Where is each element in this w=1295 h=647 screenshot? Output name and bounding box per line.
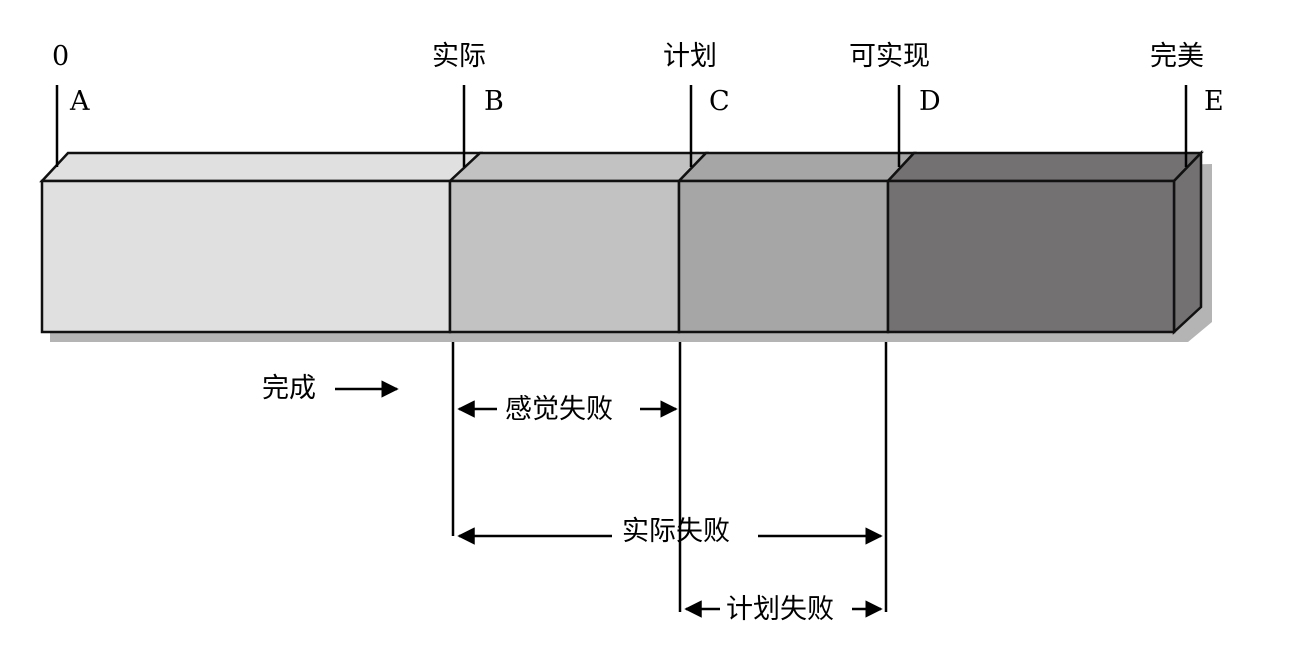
stage-letter-b: B [484,86,504,117]
stage-label-achievable: 可实现 [849,41,930,72]
stage-label-perfect: 完美 [1150,41,1204,72]
bar-side-face [1172,149,1203,335]
completion-label: 完成 [262,373,316,404]
stage-label-planned: 计划 [663,41,717,72]
bar-top-face [39,151,484,183]
segment-completed [40,179,452,334]
stage-label-actual: 实际 [432,41,486,72]
segment-achievable-gap [886,179,1176,334]
stage-letter-e: E [1204,86,1224,117]
stage-letter-c: C [709,86,730,117]
stage-letter-d: D [919,86,941,117]
stage-letter-a: A [69,86,90,117]
planned-failure-label: 计划失败 [726,594,834,625]
perceived-failure-label: 感觉失败 [505,394,613,425]
bar-top-face [676,151,917,183]
bar-top-face [446,151,709,183]
actual-failure-label: 实际失败 [622,516,730,547]
segment-planned-gap [677,179,890,334]
stage-label-zero: 0 [52,41,69,72]
segment-perceived-gap [448,179,681,334]
bar-top-face [885,151,1204,183]
